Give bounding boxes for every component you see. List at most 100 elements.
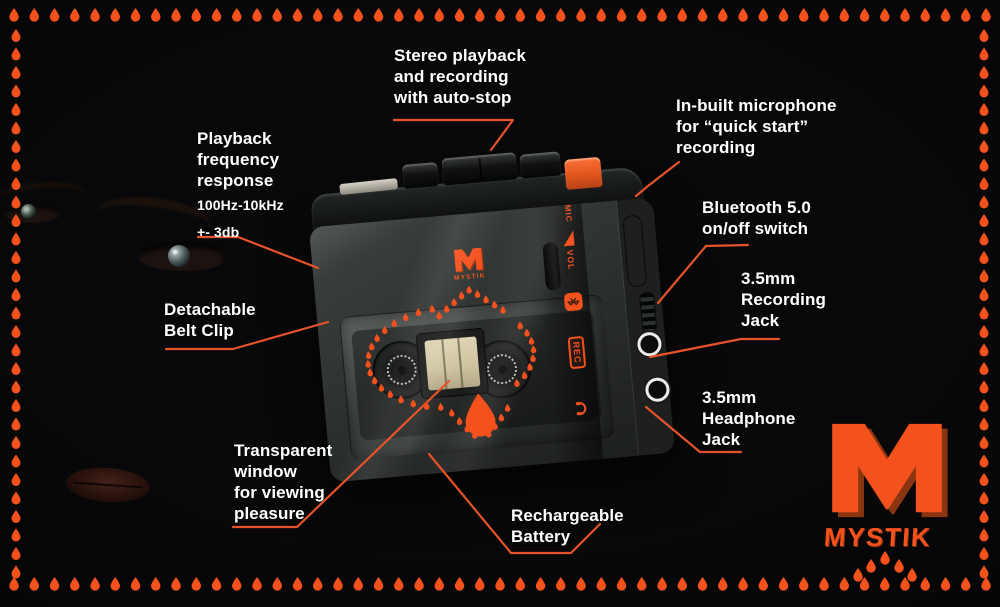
callout-text-line: window [234,462,297,481]
mic-slot [542,241,562,292]
droplet [979,47,989,61]
droplet [90,577,100,591]
brand-wordmark: MYSTIK [822,522,933,552]
droplet [70,577,80,591]
droplet [979,380,989,394]
droplet [866,559,876,573]
device-body: MYSTIK MIC [308,197,675,483]
droplet [799,8,809,22]
droplet [11,232,21,246]
droplet [353,577,363,591]
droplet [29,8,39,22]
droplet [616,577,627,591]
brand-logo: MYSTIK [822,420,974,553]
droplet [373,577,384,591]
droplet [130,577,141,591]
droplet [979,29,989,42]
droplet [718,577,728,591]
droplet [11,454,21,468]
droplet [9,8,19,22]
droplet [414,8,424,22]
droplet [657,577,667,591]
callout-text-line: Headphone [702,409,796,428]
droplet [637,8,647,22]
droplet [979,251,989,264]
droplet [758,577,768,591]
right-model-iris [168,245,190,267]
right-reel-hub [485,352,519,386]
callout-line-recording-jack [648,337,781,359]
side-control-bezel: MIC VOL REC [533,203,604,463]
callout-text-line: recording [676,138,756,157]
right-model-lips [64,465,152,505]
droplet [394,577,404,591]
callout-text-line: In-built microphone [676,96,837,115]
droplet [979,362,989,375]
droplet [979,269,989,283]
callout-text-line: Jack [741,311,780,330]
droplet [11,47,21,61]
droplet [979,195,989,209]
droplet [29,577,39,591]
bluetooth-icon [563,291,584,312]
droplet [979,140,989,153]
droplet [859,8,870,22]
mystik-m-logo [824,420,950,520]
droplet [475,577,485,591]
droplet [979,288,989,301]
droplet [9,577,19,591]
droplet [232,577,242,591]
droplet [130,8,141,22]
droplet [11,417,21,431]
right-model-eye [138,242,224,271]
callout-text-line: Battery [511,527,571,546]
left-reel-hub [385,353,419,387]
droplet [495,8,505,22]
droplet [70,8,80,22]
droplet [11,84,21,98]
cassette-player: MYSTIK MIC [305,151,676,493]
volume-control: VOL [562,230,577,271]
droplet [11,473,21,486]
volume-wedge-icon [562,230,575,247]
droplet [979,158,989,172]
droplet [799,577,809,591]
bluetooth-switch [638,291,658,333]
droplet [940,8,951,22]
callout-text-line: Recording [741,290,826,309]
droplet [880,577,890,591]
callout-text-line: pleasure [234,504,305,523]
droplet [11,288,21,301]
droplet [191,577,201,591]
left-model-eye [4,203,60,223]
droplet [151,8,161,22]
droplet [292,8,303,22]
droplet [211,8,222,22]
droplet [535,8,546,22]
droplet [979,547,989,560]
droplet [171,8,181,22]
droplet [853,568,863,582]
callout-text-line: frequency [197,150,280,169]
callout-text-line: and recording [394,67,509,86]
callout-text-line: +- 3db [197,224,240,240]
thumbwheel [622,214,648,288]
droplet [979,510,989,523]
droplet [979,103,989,116]
droplet [979,84,989,98]
callout-text-line: for “quick start” [676,117,809,136]
droplet [333,577,343,591]
rewind-button [401,162,439,190]
droplet [191,8,201,22]
droplet [11,103,21,116]
droplet [11,29,21,42]
device-front-panel: MYSTIK MIC [308,200,640,483]
droplet [353,8,363,22]
droplet [697,577,708,591]
droplet [556,8,566,22]
